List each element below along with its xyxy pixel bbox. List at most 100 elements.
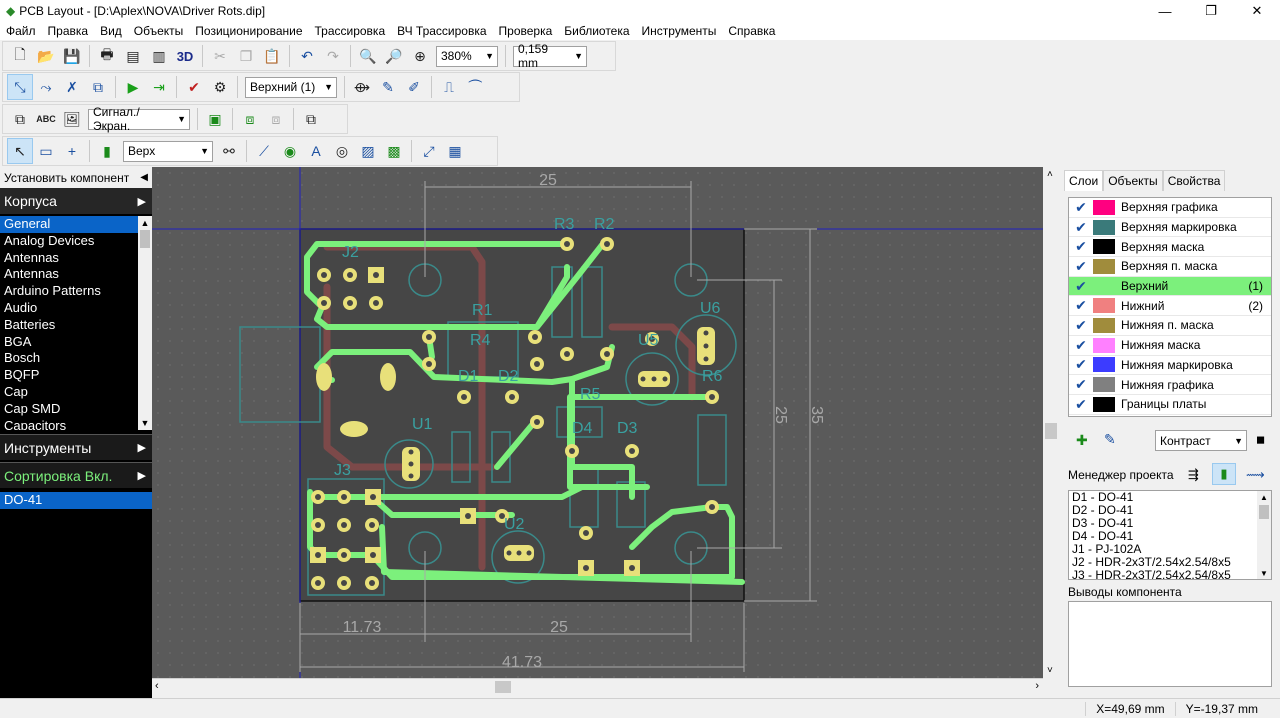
scroll-up-icon[interactable]: ˄: [1047, 169, 1053, 180]
menu-rf-routing[interactable]: ВЧ Трассировка: [397, 24, 487, 38]
pm-nets-icon[interactable]: ⟿: [1246, 467, 1265, 482]
print-preview-icon[interactable]: ▤: [126, 47, 140, 64]
library-item[interactable]: Cap SMD: [4, 400, 61, 416]
layer-visible-checkbox[interactable]: ✔: [1075, 356, 1087, 373]
routing-layer-select[interactable]: Верхний (1)▼: [245, 76, 337, 98]
maximize-button[interactable]: ❐: [1205, 3, 1217, 18]
grid-select[interactable]: 0,159 mm▼: [513, 42, 587, 70]
menu-placement[interactable]: Позиционирование: [195, 24, 303, 38]
layer-visible-checkbox[interactable]: ✔: [1075, 376, 1087, 393]
binoculars-icon[interactable]: ⚯: [223, 142, 235, 159]
project-item[interactable]: J1 - PJ-102A: [1072, 542, 1142, 556]
layer-color-swatch[interactable]: [1093, 219, 1115, 235]
route-track-icon[interactable]: ⤡: [7, 74, 33, 100]
scroll-down-icon[interactable]: ˅: [1047, 665, 1053, 676]
image-icon[interactable]: 🖼: [63, 110, 81, 127]
project-item[interactable]: D3 - DO-41: [1072, 516, 1134, 530]
layer-row[interactable]: ✔Верхняя маска: [1069, 237, 1271, 258]
paste-icon[interactable]: 📋: [263, 47, 281, 64]
contrast-select[interactable]: Контраст▼: [1155, 430, 1247, 451]
layer-visible-checkbox[interactable]: ✔: [1075, 218, 1087, 235]
library-item[interactable]: BQFP: [4, 367, 40, 383]
library-item[interactable]: General: [0, 216, 152, 233]
layer-color-swatch[interactable]: [1093, 239, 1115, 255]
scroll-thumb[interactable]: [1259, 505, 1269, 519]
layer-color-swatch[interactable]: [1093, 298, 1115, 314]
layer-color-swatch[interactable]: [1093, 357, 1115, 373]
crosshair-icon[interactable]: +: [67, 143, 77, 159]
dimension-icon[interactable]: ⤢: [423, 142, 435, 159]
settings-object-icon[interactable]: ⧉: [306, 110, 316, 127]
layer-visible-checkbox[interactable]: ✔: [1075, 198, 1087, 215]
tab-layers[interactable]: Слои: [1064, 170, 1104, 191]
close-button[interactable]: ✕: [1251, 3, 1263, 18]
scroll-right-icon[interactable]: ›: [1035, 680, 1039, 692]
signal-screen-select[interactable]: Сигнал./Экран.▼: [88, 105, 190, 133]
view-3d-button[interactable]: 3D: [176, 48, 194, 64]
menu-check[interactable]: Проверка: [498, 24, 553, 38]
via-icon[interactable]: ⟴: [353, 78, 371, 95]
copy-icon[interactable]: ❐: [239, 47, 253, 64]
project-item[interactable]: J2 - HDR-2x3T/2.54x2.54/8x5: [1072, 555, 1231, 569]
report-icon[interactable]: ▥: [152, 47, 166, 64]
edit-layer-icon[interactable]: ✎: [1104, 431, 1116, 447]
minimize-button[interactable]: —: [1158, 3, 1172, 19]
pcb-board-drawing[interactable]: 25 11.73 25 41.73 25 35 R3 R2 J2 R1 R4 U…: [152, 167, 1043, 678]
layer-row[interactable]: ✔Нижняя графика: [1069, 375, 1271, 395]
tools-section[interactable]: Инструменты ▶: [0, 434, 152, 460]
menu-edit[interactable]: Правка: [47, 24, 89, 38]
layer-visible-checkbox[interactable]: ✔: [1075, 316, 1087, 333]
tune-length-icon[interactable]: ⎍: [444, 78, 454, 95]
library-item[interactable]: Bosch: [4, 350, 41, 366]
layer-color-swatch[interactable]: [1093, 396, 1115, 412]
layer-options-icon[interactable]: ◼: [1256, 434, 1266, 446]
project-list-scrollbar[interactable]: ▲ ▼: [1257, 491, 1271, 579]
layer-color-swatch[interactable]: [1093, 258, 1115, 274]
menu-file[interactable]: Файл: [6, 24, 36, 38]
library-item[interactable]: Arduino Patterns: [4, 283, 101, 299]
zoom-fit-icon[interactable]: ⊕: [414, 47, 426, 64]
library-item[interactable]: Antennas: [4, 266, 59, 282]
redo-icon[interactable]: ↷: [327, 47, 339, 64]
project-item[interactable]: D2 - DO-41: [1072, 503, 1134, 517]
library-item[interactable]: Batteries: [4, 316, 56, 332]
polygon-icon[interactable]: ▨: [361, 142, 375, 159]
place-pad-icon[interactable]: ◉: [283, 142, 297, 159]
scroll-down-icon[interactable]: ▼: [140, 418, 150, 428]
side-select[interactable]: Верх▼: [123, 140, 213, 162]
select-pointer-icon[interactable]: ↖: [7, 138, 33, 164]
trace-edit-icon[interactable]: ✐: [408, 78, 420, 95]
undo-icon[interactable]: ↶: [301, 47, 313, 64]
scroll-down-icon[interactable]: ▼: [1260, 569, 1268, 578]
scroll-left-icon[interactable]: ‹: [155, 680, 159, 692]
library-scrollbar[interactable]: ▲ ▼: [138, 216, 152, 430]
library-item[interactable]: Cap: [4, 383, 28, 399]
layer-row[interactable]: ✔Нижняя п. маска: [1069, 316, 1271, 336]
library-item[interactable]: BGA: [4, 333, 32, 349]
layer-visible-checkbox[interactable]: ✔: [1075, 238, 1087, 255]
layer-row[interactable]: ✔Верхняя маркировка: [1069, 218, 1271, 238]
pm-list-view-icon[interactable]: ⇶: [1188, 467, 1199, 482]
save-icon[interactable]: 💾: [63, 47, 81, 64]
drc-settings-icon[interactable]: ⚙: [213, 78, 227, 95]
h-scroll-thumb[interactable]: [495, 681, 511, 693]
text-tool-icon[interactable]: ABC: [36, 114, 56, 124]
menu-routing[interactable]: Трассировка: [314, 24, 386, 38]
menu-view[interactable]: Вид: [100, 24, 122, 38]
layer-color-swatch[interactable]: [1093, 199, 1115, 215]
tab-properties[interactable]: Свойства: [1162, 170, 1226, 191]
run-autoroute-icon[interactable]: ▶: [127, 78, 139, 95]
component-pins-list[interactable]: [1068, 601, 1272, 687]
collapse-left-icon[interactable]: ◀: [140, 172, 148, 183]
layer-row[interactable]: ✔Нижняя маркировка: [1069, 356, 1271, 376]
print-icon[interactable]: 🖶: [100, 46, 114, 62]
pcb-canvas[interactable]: 25 11.73 25 41.73 25 35 R3 R2 J2 R1 R4 U…: [152, 167, 1043, 678]
route-interactive-icon[interactable]: ⤳: [40, 78, 52, 95]
library-item[interactable]: Antennas: [4, 249, 59, 265]
unroute-icon[interactable]: ✗: [66, 78, 78, 95]
zoom-in-icon[interactable]: 🔍: [359, 47, 377, 64]
vertical-scrollbar[interactable]: ˄ ˅: [1043, 167, 1060, 678]
layer-color-swatch[interactable]: [1093, 377, 1115, 393]
place-text-icon[interactable]: A: [311, 143, 321, 159]
layer-row[interactable]: ✔Верхний(1): [1069, 276, 1271, 297]
